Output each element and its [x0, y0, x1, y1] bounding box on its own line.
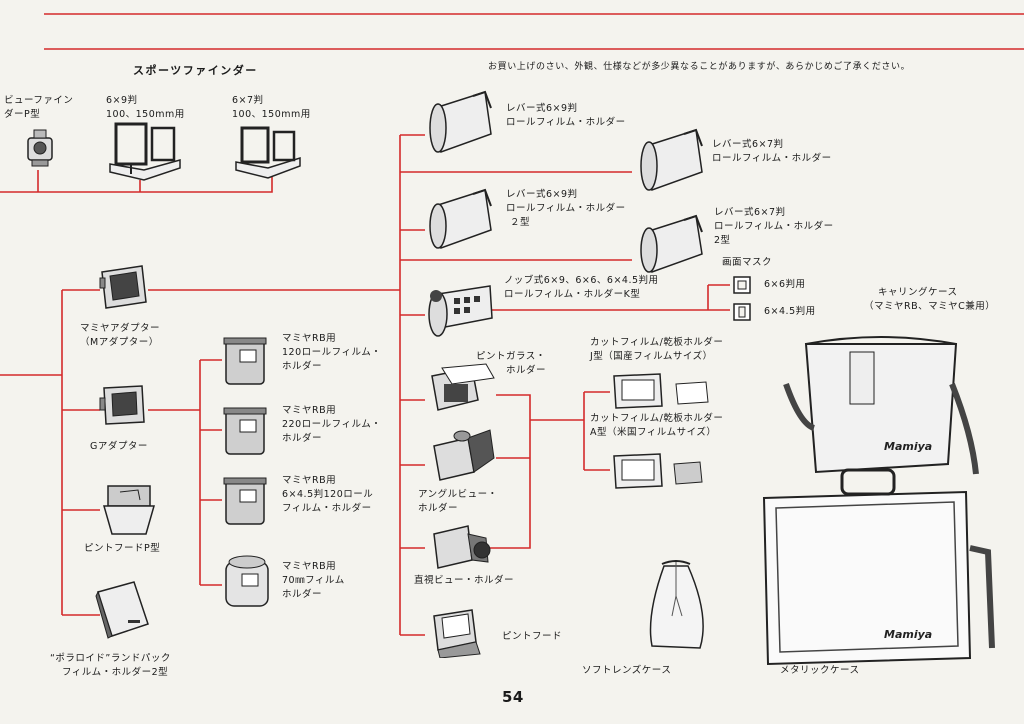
cut-film-j-image	[610, 370, 720, 410]
lever-69-holder-image	[425, 88, 495, 158]
lever-67-2-holder-image	[636, 212, 706, 278]
sports-finder-67-image	[232, 124, 304, 180]
mask-66-image	[732, 275, 752, 295]
lever-67-holder-image	[636, 126, 706, 196]
m-adapter-label: マミヤアダプター（Mアダプター）	[80, 323, 161, 348]
mask-645-image	[732, 302, 752, 322]
metallic-case-brand: Mamiya	[884, 628, 932, 641]
cut-film-a-image	[610, 450, 710, 490]
direct-view-holder-image	[428, 520, 494, 574]
g-adapter-label: Gアダプター	[90, 441, 148, 452]
carrying-case-brand: Mamiya	[884, 440, 932, 453]
view-finder-p-image	[24, 128, 56, 170]
metallic-case-label: メタリックケース	[780, 665, 860, 676]
mask-title: 画面マスク	[722, 257, 773, 268]
carrying-case-label: キャリングケース（マミヤRB、マミヤC兼用）	[864, 287, 996, 312]
polaroid-holder-image	[94, 578, 152, 640]
lever-69-holder-label: レバー式6×9判ロールフィルム・ホルダー	[506, 103, 626, 128]
soft-lens-case-image	[636, 556, 716, 652]
focus-glass-holder-image	[428, 362, 498, 414]
m-adapter-image	[98, 262, 150, 312]
mask-66-label: 6×6判用	[764, 279, 806, 290]
soft-lens-case-label: ソフトレンズケース	[582, 665, 672, 676]
metallic-case-image: Mamiya	[756, 468, 998, 672]
page-number: 54	[502, 688, 524, 706]
angle-view-holder-label: アングルビュー・ホルダー	[418, 489, 498, 514]
rb-220-holder-image	[222, 404, 270, 458]
pinto-hood-p-label: ピントフードP型	[84, 543, 161, 554]
sports-finder-69-image	[104, 120, 184, 182]
pinto-hood-label: ピントフード	[502, 631, 563, 642]
view-finder-label: ビューファインダーP型	[4, 95, 74, 120]
pinto-hood-image	[428, 604, 488, 658]
knob-k-holder-label: ノッブ式6×9、6×6、6×4.5判用ロールフィルム・ホルダーK型	[504, 275, 659, 300]
carrying-case-image: Mamiya	[776, 324, 986, 480]
focus-glass-holder-label: ピントガラス・ホルダー	[476, 351, 547, 376]
lever-67-holder-label: レバー式6×7判ロールフィルム・ホルダー	[712, 139, 832, 164]
angle-view-holder-image	[428, 428, 496, 484]
direct-view-holder-label: 直視ビュー・ホルダー	[414, 575, 515, 586]
notice-text: お買い上げのさい、外観、仕様などが多少異なることがありますが、あらかじめご了承く…	[488, 62, 911, 72]
rb-70mm-holder-image	[222, 552, 274, 610]
rb-645-holder-image	[222, 474, 270, 528]
pinto-hood-p-image	[98, 484, 160, 538]
mask-645-label: 6×4.5判用	[764, 306, 816, 317]
rb-120-holder-image	[222, 334, 270, 388]
g-adapter-image	[98, 380, 150, 430]
polaroid-holder-label: “ポラロイド”ランドパックフィルム・ホルダー2型	[50, 653, 171, 678]
sports-finder-title: スポーツファインダー	[133, 64, 258, 77]
lever-69-2-holder-image	[425, 186, 495, 254]
knob-k-holder-image	[424, 280, 496, 342]
